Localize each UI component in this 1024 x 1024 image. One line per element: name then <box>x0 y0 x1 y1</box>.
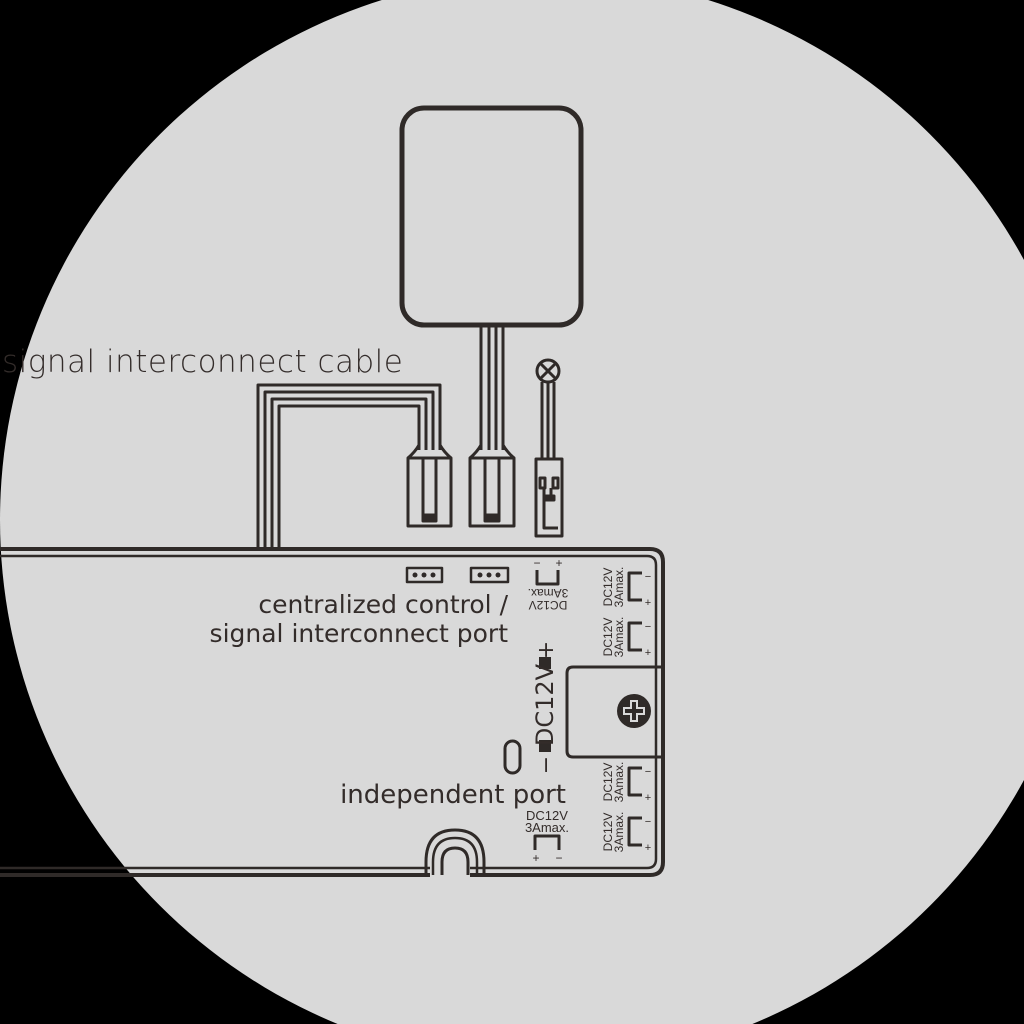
svg-text:+: + <box>532 851 539 865</box>
right-port-3 <box>627 766 642 797</box>
right-port-2-rating: DC12V 3Amax. − + <box>601 617 651 659</box>
signal-port-1 <box>405 566 444 584</box>
adapter-cable <box>479 325 505 450</box>
svg-text:DC12V: DC12V <box>601 763 615 802</box>
bottom-port-rating: DC12V 3Amax. + − <box>525 808 569 865</box>
svg-text:+: + <box>645 842 651 854</box>
svg-text:3Amax.: 3Amax. <box>612 762 626 803</box>
svg-text:3Amax.: 3Amax. <box>612 617 626 658</box>
controller-enclosure <box>0 547 665 877</box>
top-output-port <box>535 570 560 586</box>
svg-text:+: + <box>555 556 562 570</box>
svg-text:−: − <box>645 621 651 633</box>
svg-text:−: − <box>645 816 651 828</box>
svg-text:3Amax.: 3Amax. <box>612 567 626 608</box>
svg-text:DC12V: DC12V <box>601 618 615 657</box>
svg-text:+: + <box>645 792 651 804</box>
centralized-port-label-line1: centralized control / <box>258 590 508 619</box>
centralized-port-label-line2: signal interconnect port <box>210 619 509 648</box>
right-port-4 <box>627 816 642 847</box>
bottom-output-port <box>533 834 561 850</box>
svg-text:3Amax.: 3Amax. <box>528 586 569 600</box>
svg-text:−: − <box>555 851 562 865</box>
right-port-1-rating: DC12V 3Amax. − + <box>601 567 651 609</box>
independent-port-oval <box>503 739 522 775</box>
signal-port-2 <box>469 566 510 584</box>
dc-main-label: DC12V <box>531 663 559 746</box>
right-port-1 <box>627 571 642 602</box>
top-port-rating: − + 3Amax. DC12V <box>528 556 569 612</box>
signal-cable-connector <box>406 444 453 528</box>
cable-label: signal interconnect cable <box>2 344 403 380</box>
screw-icon <box>617 694 651 728</box>
independent-port-label: independent port <box>340 780 566 810</box>
dc-main-marker <box>539 657 551 752</box>
svg-text:DC12V: DC12V <box>601 813 615 852</box>
svg-text:DC12V: DC12V <box>526 808 568 823</box>
svg-text:+: + <box>645 597 651 609</box>
power-input-bracket <box>565 665 656 759</box>
power-adapter <box>399 105 584 328</box>
svg-text:DC12V: DC12V <box>529 598 568 612</box>
dc-main-minus: − <box>534 756 559 774</box>
svg-text:3Amax.: 3Amax. <box>525 820 569 835</box>
port-pins <box>412 572 501 578</box>
adapter-connector <box>468 444 516 528</box>
svg-text:+: + <box>645 647 651 659</box>
right-port-3-rating: DC12V 3Amax. − + <box>601 762 651 804</box>
signal-cable <box>256 383 442 550</box>
svg-text:−: − <box>645 766 651 778</box>
svg-text:−: − <box>645 571 651 583</box>
right-port-2 <box>627 621 642 652</box>
svg-text:3Amax.: 3Amax. <box>612 812 626 853</box>
switch-connector <box>534 382 564 538</box>
right-port-4-rating: DC12V 3Amax. − + <box>601 812 651 854</box>
dc-main-plus: + <box>534 641 559 659</box>
svg-text:DC12V: DC12V <box>601 568 615 607</box>
svg-text:−: − <box>533 556 540 570</box>
